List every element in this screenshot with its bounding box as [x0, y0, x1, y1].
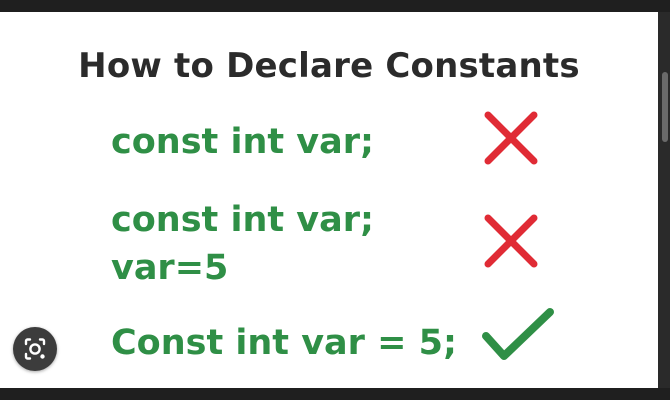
- example-2-line-2: var=5: [111, 248, 229, 288]
- check-icon: [482, 308, 554, 360]
- scrollbar-thumb[interactable]: [662, 72, 668, 142]
- example-3-line-1: Const int var = 5;: [111, 323, 457, 363]
- lens-search-icon: [24, 338, 46, 360]
- page-title: How to Declare Constants: [78, 46, 580, 86]
- example-2-line-1: const int var;: [111, 200, 374, 240]
- slide-card: How to Declare Constants const int var; …: [0, 12, 658, 388]
- scrollbar[interactable]: [658, 12, 670, 388]
- example-1-line-1: const int var;: [111, 122, 374, 162]
- cross-icon: [484, 214, 538, 268]
- lens-search-button[interactable]: [13, 327, 57, 371]
- cross-icon: [484, 111, 538, 165]
